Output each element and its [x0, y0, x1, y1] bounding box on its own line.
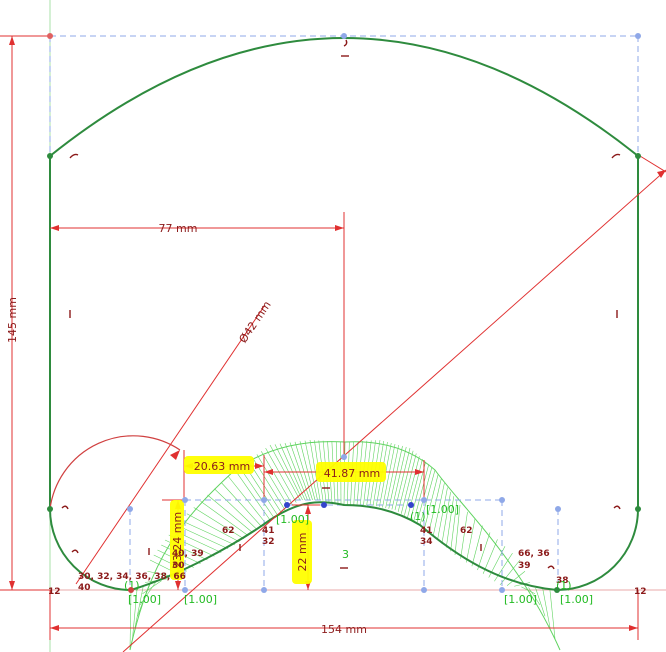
dim-41-87mm[interactable]: 41.87 mm: [324, 467, 380, 480]
comb-tick: [450, 500, 458, 552]
comb-tick: [260, 451, 293, 506]
spline-weight-4[interactable]: [1.00]: [504, 593, 537, 606]
dim-154mm[interactable]: 154 mm: [321, 623, 367, 636]
comb-tick: [528, 587, 541, 606]
dim-145mm[interactable]: 145 mm: [6, 297, 19, 343]
comb-tick: [542, 588, 551, 628]
sketch-points[interactable]: [47, 33, 641, 593]
spline-point-label-1: (1): [124, 579, 140, 592]
constraint-39[interactable]: 39: [518, 561, 531, 571]
comb-tick: [289, 442, 311, 501]
constraint-12-left[interactable]: 12: [48, 587, 61, 597]
comb-tick: [460, 511, 468, 559]
comb-tick: [214, 488, 258, 530]
comb-tick: [428, 478, 442, 533]
constraint-30[interactable]: 30: [172, 561, 185, 571]
constraint-66-36[interactable]: 66, 36: [518, 549, 550, 559]
comb-tick: [441, 491, 451, 544]
constraint-40-39[interactable]: 40, 39: [172, 549, 204, 559]
comb-tick: [134, 586, 144, 628]
comb-tick: [186, 513, 240, 543]
comb-tick: [391, 446, 407, 510]
comb-tick: [465, 518, 476, 563]
constraint-32[interactable]: 32: [262, 537, 275, 547]
spline-weight-3[interactable]: [1.00]: [426, 503, 459, 516]
comb-tick: [521, 586, 536, 595]
comb-tick: [294, 441, 313, 501]
comb-tick: [385, 444, 400, 509]
comb-tick: [413, 464, 430, 522]
comb-tick: [142, 580, 162, 594]
comb-tick: [394, 447, 411, 511]
comb-tick: [549, 589, 556, 639]
comb-tick: [129, 589, 132, 651]
dimension-lines: [0, 35, 666, 652]
spline-point-label-2: (1): [410, 510, 426, 523]
constraint-12-right[interactable]: 12: [634, 587, 647, 597]
comb-tick: [400, 453, 417, 514]
spline-weight-5[interactable]: [1.00]: [560, 593, 593, 606]
dim-20-63mm[interactable]: 20.63 mm: [194, 460, 250, 473]
constraint-41-left[interactable]: 41: [262, 526, 275, 536]
comb-tick: [193, 507, 244, 540]
comb-tick: [506, 571, 526, 586]
comb-tick: [132, 588, 138, 639]
comb-tick: [304, 440, 318, 501]
comb-tick: [454, 504, 461, 556]
comb-tick: [207, 494, 253, 533]
comb-tick: [221, 482, 262, 527]
comb-tick: [499, 559, 521, 586]
dim-23-24mm[interactable]: 23.24 mm: [171, 512, 184, 568]
constraint-34[interactable]: 34: [420, 537, 433, 547]
dim-o42mm[interactable]: Ø42 mm: [236, 299, 273, 346]
circle-o42[interactable]: [49, 435, 181, 510]
comb-tick: [179, 519, 236, 546]
comb-tick: [176, 524, 229, 550]
dim-77mm[interactable]: 77 mm: [159, 222, 198, 235]
constraint-glyphs: [61, 39, 621, 570]
constraint-38[interactable]: 38: [556, 576, 569, 586]
comb-tick: [445, 496, 455, 548]
arrowheads: [9, 36, 666, 631]
spline-point-label-3: (1): [556, 579, 572, 592]
comb-tick: [535, 588, 546, 617]
spline-weight-1[interactable]: [1.00]: [128, 593, 161, 606]
comb-tick: [388, 445, 403, 509]
comb-tick: [424, 474, 439, 529]
comb-tick: [407, 458, 423, 518]
constraint-41-right[interactable]: 41: [420, 526, 433, 536]
comb-tick: [265, 447, 297, 503]
comb-tick: [437, 487, 448, 541]
comb-tick: [482, 539, 498, 574]
constraint-62-left[interactable]: 62: [222, 526, 235, 536]
comb-tick: [382, 443, 396, 508]
comb-tick: [309, 439, 321, 501]
comb-tick: [239, 466, 274, 518]
comb-tick: [432, 483, 445, 537]
comb-tick: [256, 454, 290, 508]
dim-22mm[interactable]: 22 mm: [296, 533, 309, 572]
comb-tick: [410, 461, 426, 520]
spline-weight-6[interactable]: [1.00]: [276, 513, 309, 526]
comb-tick: [471, 525, 483, 567]
dimension-highlights: [170, 456, 386, 584]
comb-tick: [200, 501, 249, 536]
spline-weight-2[interactable]: [1.00]: [184, 593, 217, 606]
constraint-62-right[interactable]: 62: [460, 526, 473, 536]
comb-tick: [299, 441, 316, 501]
comb-tick: [419, 469, 436, 526]
comb-tick: [494, 552, 513, 582]
comb-tick: [397, 450, 414, 512]
comb-tick: [477, 532, 491, 571]
comb-tick: [404, 456, 420, 516]
constraint-list[interactable]: 30, 32, 34, 36, 38, 66: [78, 572, 186, 582]
spline-index-3: 3: [342, 548, 349, 561]
constraint-40[interactable]: 40: [78, 583, 91, 593]
